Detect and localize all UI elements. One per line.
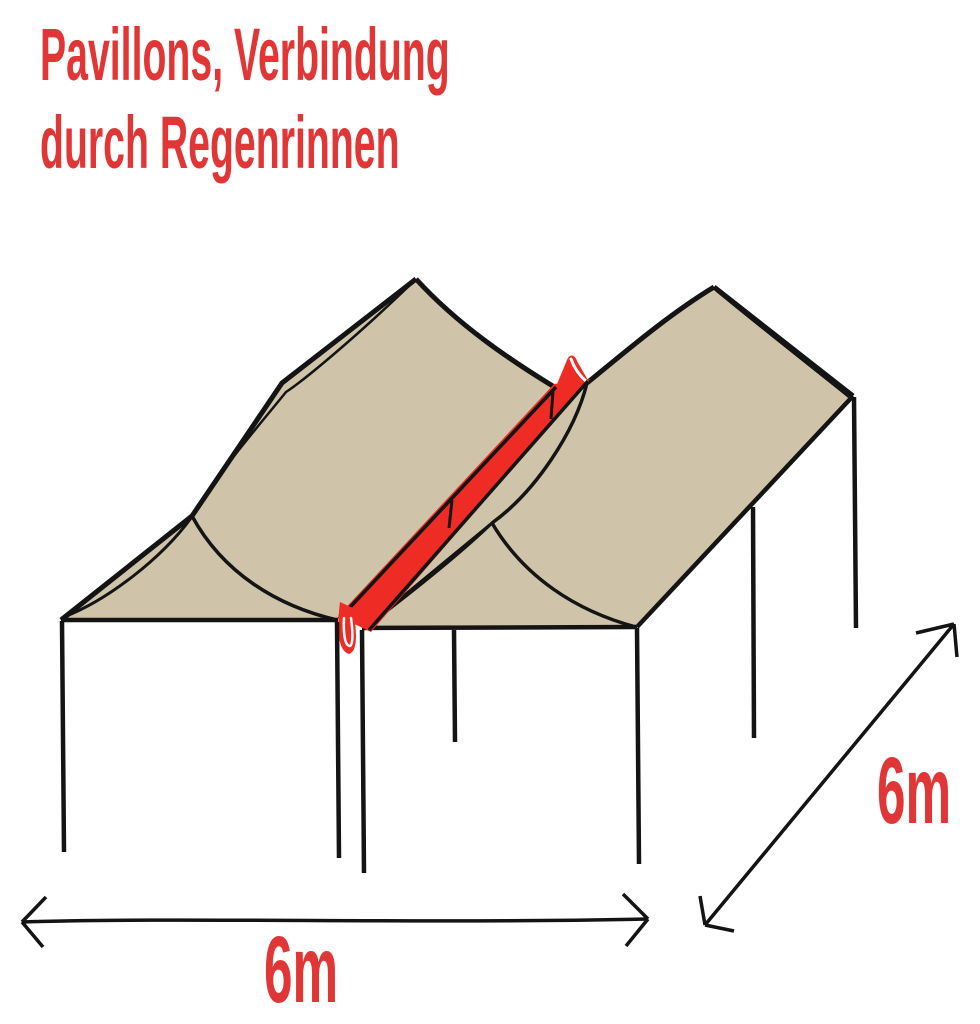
gutter-drip-highlight [342, 616, 354, 648]
right-pavilion-back-right-leg [851, 396, 859, 629]
right-pavilion-valley-edge [490, 382, 589, 525]
left-pavilion-front-right-leg [334, 621, 342, 859]
left-pavilion-roof-fill [61, 279, 556, 620]
title-line-2: durch Regenrinnen [40, 106, 718, 180]
left-pavilion-sag-edge [414, 277, 558, 391]
left-pavilion-inner-ridge-seam [193, 283, 412, 514]
gutter-joint-tick-upper [549, 390, 555, 420]
gutter-right-edge [367, 379, 590, 632]
right-pavilion-front-left-leg [359, 629, 367, 874]
width-arrow-left-head [20, 895, 48, 949]
gutter-strip [338, 379, 590, 632]
depth-dimension-label-text: 6m [877, 738, 952, 844]
right-pavilion-front-eave [361, 624, 638, 631]
depth-arrow-shaft [703, 622, 956, 927]
gutter-top-end [555, 355, 589, 389]
right-pavilion-back-inner-leg [750, 506, 757, 739]
right-pavilion [361, 284, 855, 631]
right-pavilion-inner-ridge-seam [716, 290, 850, 398]
title-line-1-text: Pavillons, Verbindung [40, 13, 450, 96]
left-pavilion-front-left-leg [59, 620, 67, 853]
left-pavilion-silhouette [59, 277, 418, 622]
title-line-2-text: durch Regenrinnen [40, 101, 400, 184]
depth-dimension-arrow [698, 622, 959, 933]
tent-legs [59, 396, 859, 874]
right-pavilion-sag-edge [585, 284, 716, 385]
left-pavilion-eave-sag-seam [63, 517, 193, 619]
right-pavilion-ridge [712, 285, 855, 398]
width-arrow-right-head [621, 892, 650, 948]
right-pavilion-valley-seam [490, 522, 637, 629]
depth-arrow-bottom-head [698, 895, 735, 933]
width-dimension-label: 6m [264, 923, 401, 1018]
gutter-joint-tick-lower [447, 499, 454, 529]
right-pavilion-roof-fill [368, 287, 853, 630]
right-pavilion-front-right-leg [634, 627, 642, 865]
width-arrow-shaft [21, 917, 649, 924]
rain-gutter [337, 355, 590, 654]
depth-arrow-top-head [915, 622, 959, 658]
depth-dimension-label: 6m [877, 744, 980, 839]
width-dimension-arrow [20, 892, 650, 949]
left-pavilion [59, 277, 558, 623]
gutter-top-curl-highlight [569, 357, 589, 384]
right-pavilion-back-left-leg [451, 629, 458, 743]
title-line-1: Pavillons, Verbindung [40, 18, 813, 92]
right-pavilion-right-eave [635, 394, 855, 629]
left-pavilion-valley-seam [190, 515, 338, 622]
width-dimension-label-text: 6m [264, 917, 339, 1023]
gutter-left-edge [337, 385, 558, 621]
